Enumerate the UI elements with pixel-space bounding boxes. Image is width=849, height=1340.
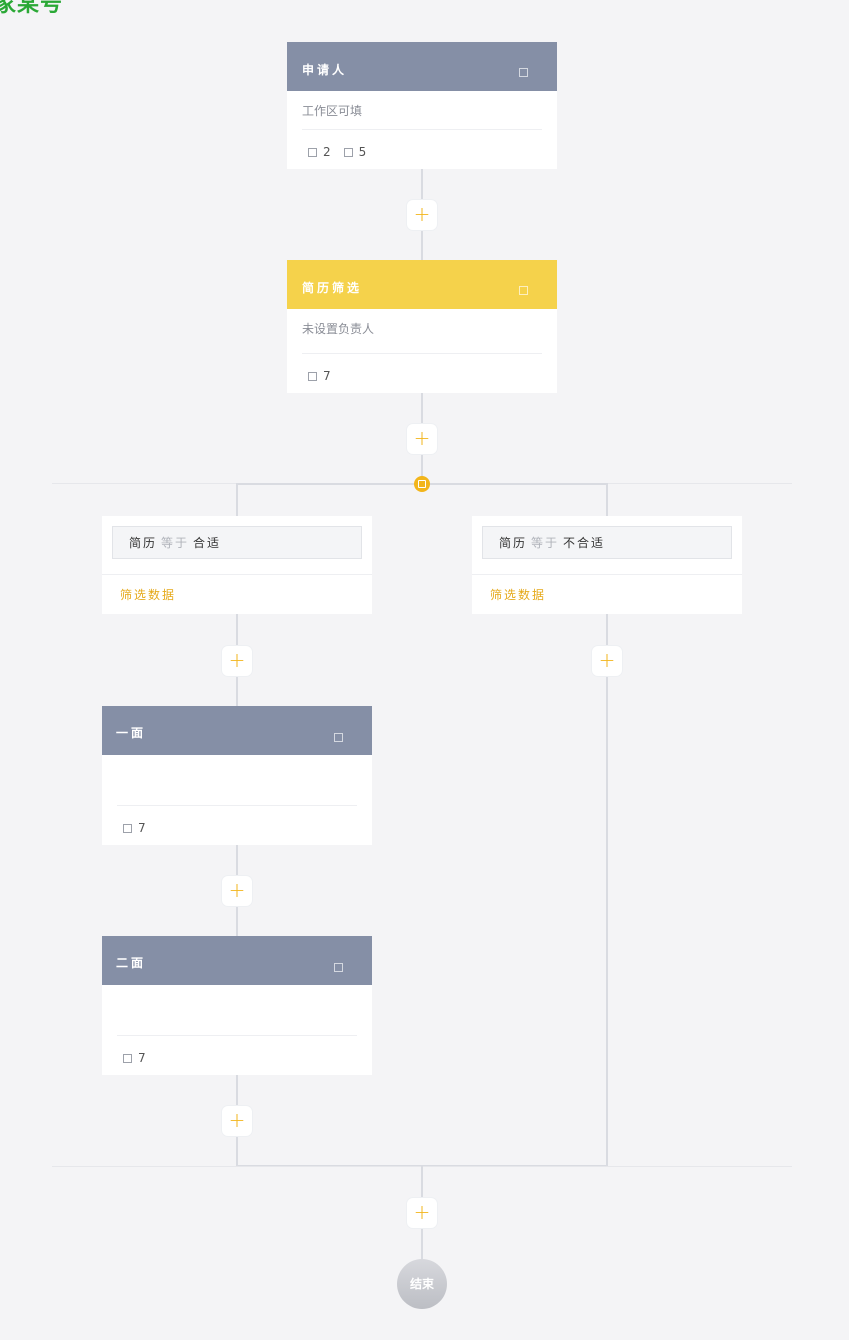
condition-card-left[interactable]: 简历等于合适 筛选数据 [102,516,372,614]
node-stats: 7 [123,1051,159,1065]
condition-value: 不合适 [563,536,606,550]
node-header: 一面 [102,706,372,755]
add-node-button[interactable]: + [222,1106,252,1136]
square-icon [123,1053,132,1063]
node-header: 简历筛选 [287,260,557,309]
node-stats: 2 5 [308,145,379,159]
node-stats: 7 [308,369,344,383]
connector-line [606,483,608,517]
add-node-button[interactable]: + [222,646,252,676]
condition-operator: 等于 [531,536,560,550]
square-icon [308,371,317,381]
node-menu-icon[interactable] [334,733,343,742]
condition-field: 简历 [129,536,158,550]
node-subtitle [102,755,372,793]
filter-data-link[interactable]: 筛选数据 [490,588,547,602]
node-menu-icon[interactable] [519,68,528,77]
square-icon [343,147,353,157]
divider [302,129,542,130]
node-stats: 7 [123,821,159,835]
stat-item: 2 [308,145,331,159]
divider [472,574,742,575]
condition-field: 简历 [499,536,528,550]
node-resume-screen[interactable]: 简历筛选 未设置负责人 7 [287,260,557,393]
add-node-button[interactable]: + [222,876,252,906]
node-title: 一面 [116,726,147,740]
condition-expression[interactable]: 简历等于不合适 [482,526,732,559]
connector-line [236,483,238,517]
node-subtitle: 未设置负责人 [302,322,375,336]
stat-item: 7 [308,369,331,383]
node-interview-1[interactable]: 一面 7 [102,706,372,845]
watermark-logo: 家某号 [0,0,64,17]
condition-operator: 等于 [161,536,190,550]
node-header: 二面 [102,936,372,985]
stat-item: 7 [123,821,146,835]
connector-line [606,614,608,1167]
square-icon [123,823,132,833]
square-icon [308,147,317,157]
square-icon [418,480,426,488]
node-title: 简历筛选 [302,281,363,295]
condition-value: 合适 [193,536,222,550]
condition-card-right[interactable]: 简历等于不合适 筛选数据 [472,516,742,614]
add-node-button[interactable]: + [592,646,622,676]
divider [117,805,357,806]
add-node-button[interactable]: + [407,1198,437,1228]
node-applicant[interactable]: 申请人 工作区可填 2 5 [287,42,557,169]
divider [302,353,542,354]
node-subtitle: 工作区可填 [302,104,363,118]
node-menu-icon[interactable] [334,963,343,972]
node-header: 申请人 [287,42,557,91]
filter-data-link[interactable]: 筛选数据 [120,588,177,602]
node-interview-2[interactable]: 二面 7 [102,936,372,1075]
end-node: 结束 [397,1259,447,1309]
add-node-button[interactable]: + [407,424,437,454]
condition-expression[interactable]: 简历等于合适 [112,526,362,559]
node-subtitle [102,985,372,1023]
node-title: 二面 [116,956,147,970]
branch-node-icon[interactable] [414,476,430,492]
divider [102,574,372,575]
add-node-button[interactable]: + [407,200,437,230]
node-menu-icon[interactable] [519,286,528,295]
stat-item: 5 [343,145,366,159]
stat-item: 7 [123,1051,146,1065]
node-title: 申请人 [302,63,348,77]
divider [117,1035,357,1036]
